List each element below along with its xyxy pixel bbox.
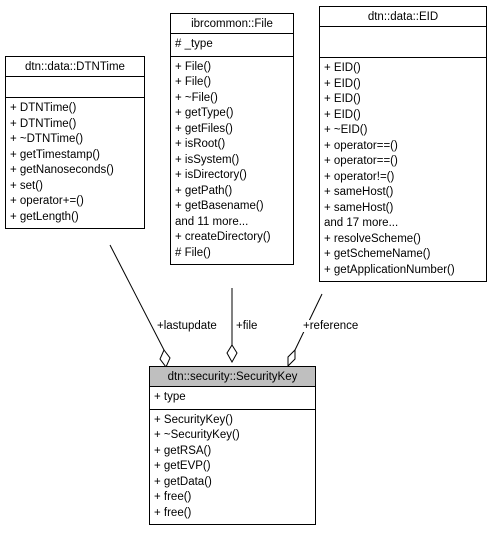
class-title: dtn::data::EID bbox=[320, 7, 486, 27]
method: + getLength() bbox=[10, 210, 79, 223]
method: + getEVP() bbox=[154, 460, 211, 472]
method: + File() bbox=[175, 60, 212, 73]
method: + createDirectory() bbox=[175, 231, 271, 243]
method: + getRSA() bbox=[154, 444, 212, 457]
method: + EID() bbox=[324, 77, 361, 90]
methods-section: + SecurityKey() + ~SecurityKey() + getRS… bbox=[150, 410, 315, 525]
method: + isRoot() bbox=[175, 138, 226, 150]
methods-section: + DTNTime() + DTNTime() + ~DTNTime() + g… bbox=[6, 98, 144, 228]
attributes-section: + type bbox=[150, 387, 315, 410]
method: + free() bbox=[154, 491, 192, 503]
class-eid[interactable]: dtn::data::EID + EID() + EID() + EID() +… bbox=[319, 6, 487, 282]
method: + getFiles() bbox=[175, 122, 233, 135]
method: + ~DTNTime() bbox=[10, 133, 84, 145]
method: # File() bbox=[175, 246, 211, 259]
more-methods: and 17 more... bbox=[324, 217, 399, 229]
method: + EID() bbox=[324, 62, 361, 74]
method: + operator!=() bbox=[324, 170, 395, 183]
class-title: dtn::security::SecurityKey bbox=[150, 367, 315, 387]
edge-label-reference: +reference bbox=[303, 320, 359, 332]
method: + getSchemeName() bbox=[324, 248, 431, 260]
method: + getApplicationNumber() bbox=[324, 263, 455, 276]
class-securitykey[interactable]: dtn::security::SecurityKey + type + Secu… bbox=[149, 366, 316, 525]
method: + DTNTime() bbox=[10, 117, 77, 130]
attributes-section bbox=[320, 27, 486, 58]
method: + operator+=() bbox=[10, 195, 84, 207]
method: + isDirectory() bbox=[175, 169, 247, 181]
method: + getNanoseconds() bbox=[10, 164, 114, 176]
method: + getType() bbox=[175, 107, 234, 119]
method: + sameHost() bbox=[324, 201, 394, 214]
method: + set() bbox=[10, 179, 43, 192]
method: + isSystem() bbox=[175, 153, 240, 166]
method: + DTNTime() bbox=[10, 102, 77, 114]
method: + getBasename() bbox=[175, 200, 264, 212]
method: + operator==() bbox=[324, 155, 398, 167]
edge-label-file: +file bbox=[236, 320, 258, 332]
method: + File() bbox=[175, 76, 212, 88]
method: + free() bbox=[154, 506, 192, 519]
class-title: ibrcommon::File bbox=[171, 14, 293, 34]
method: + ~EID() bbox=[324, 124, 368, 136]
aggregation-diamond-reference bbox=[287, 348, 296, 368]
attribute: + type bbox=[154, 391, 186, 403]
method: + getTimestamp() bbox=[10, 148, 101, 161]
methods-section: + File() + File() + ~File() + getType() … bbox=[171, 57, 293, 265]
method: + resolveScheme() bbox=[324, 232, 421, 245]
method: + ~File() bbox=[175, 91, 218, 104]
class-dtntime[interactable]: dtn::data::DTNTime + DTNTime() + DTNTime… bbox=[5, 56, 145, 229]
method: + operator==() bbox=[324, 139, 398, 152]
edge-label-lastupdate: +lastupdate bbox=[157, 320, 217, 332]
method: + getData() bbox=[154, 475, 212, 488]
attribute: # _type bbox=[175, 38, 213, 50]
method: + EID() bbox=[324, 108, 361, 121]
method: + ~SecurityKey() bbox=[154, 429, 240, 441]
aggregation-diamond-file bbox=[226, 344, 238, 364]
attributes-section bbox=[6, 77, 144, 98]
edge-lastupdate bbox=[109, 244, 165, 351]
method: + sameHost() bbox=[324, 186, 394, 198]
method: + SecurityKey() bbox=[154, 413, 233, 426]
methods-section: + EID() + EID() + EID() + EID() + ~EID()… bbox=[320, 58, 486, 281]
method: + EID() bbox=[324, 93, 361, 105]
class-file[interactable]: ibrcommon::File # _type + File() + File(… bbox=[170, 13, 294, 265]
class-title: dtn::data::DTNTime bbox=[6, 57, 144, 77]
aggregation-diamond-lastupdate bbox=[159, 349, 171, 368]
more-methods: and 11 more... bbox=[175, 215, 249, 228]
attributes-section: # _type bbox=[171, 34, 293, 57]
method: + getPath() bbox=[175, 184, 233, 197]
